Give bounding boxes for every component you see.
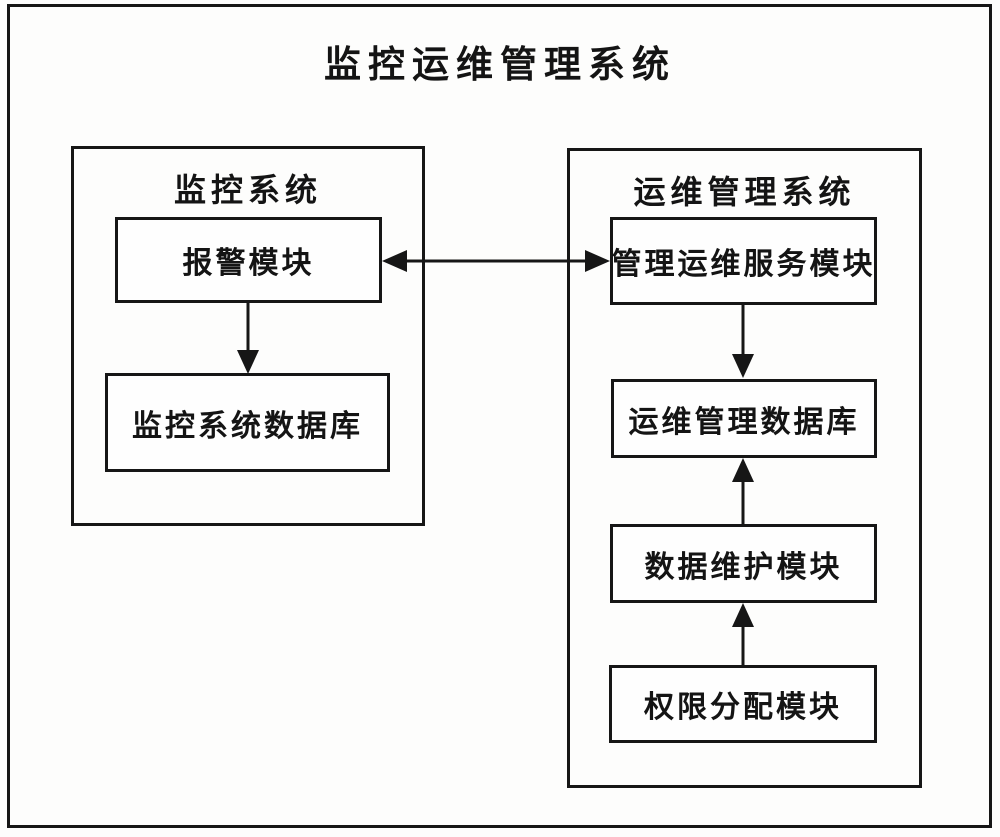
module-box-alarm: 报警模块 [115,217,382,303]
diagram-title: 监控运维管理系统 [324,45,676,86]
module-label-ops-service: 管理运维服务模块 [611,248,876,281]
ops-management-system-title: 运维管理系统 [633,174,856,210]
module-box-monitoring-database: 监控系统数据库 [105,373,390,472]
module-box-permission-allocation: 权限分配模块 [609,665,877,743]
module-label-ops-database: 运维管理数据库 [628,405,860,439]
module-label-alarm: 报警模块 [182,247,315,280]
module-box-ops-service: 管理运维服务模块 [610,217,877,305]
module-label-data-maintenance: 数据维护模块 [644,550,843,584]
outer-frame [7,4,992,828]
module-label-monitoring-database: 监控系统数据库 [132,409,363,443]
module-label-permission-allocation: 权限分配模块 [644,691,842,724]
module-box-data-maintenance: 数据维护模块 [610,524,877,603]
module-box-ops-database: 运维管理数据库 [611,379,877,458]
monitoring-system-title: 监控系统 [173,172,322,208]
